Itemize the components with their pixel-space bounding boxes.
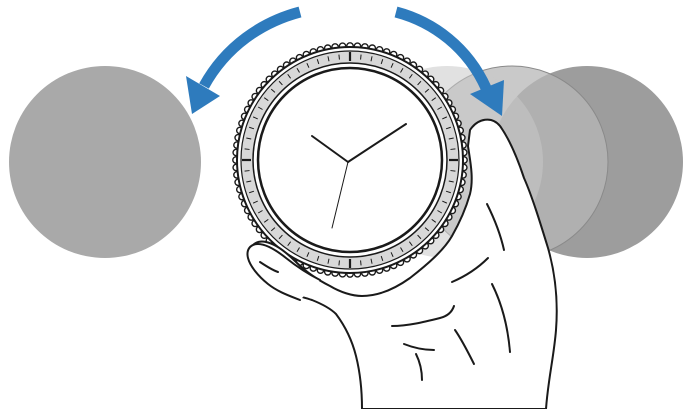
bezel-tick-marks bbox=[242, 52, 458, 268]
bezel-tick bbox=[270, 227, 276, 232]
bezel-tick bbox=[442, 200, 448, 204]
watch bbox=[232, 42, 468, 278]
bezel-tick bbox=[424, 227, 430, 232]
thumb-nail bbox=[259, 261, 279, 273]
bezel-tick bbox=[400, 67, 404, 73]
bezel-tick bbox=[380, 255, 384, 261]
hour-hand bbox=[311, 135, 349, 163]
bezel-tick bbox=[278, 80, 283, 86]
finger-crease-3 bbox=[391, 305, 455, 327]
bezel-tick bbox=[408, 73, 413, 79]
bezel-tick bbox=[338, 54, 340, 60]
bezel-tick bbox=[252, 116, 258, 120]
bezel-tick bbox=[287, 241, 292, 247]
bezel-tick bbox=[390, 62, 394, 68]
bezel-tick bbox=[450, 170, 456, 172]
second-hand bbox=[331, 161, 349, 229]
bezel-tick bbox=[360, 260, 362, 266]
finger-crease-5 bbox=[415, 353, 423, 381]
bezel-tick bbox=[263, 218, 269, 223]
bezel-tick bbox=[448, 180, 454, 183]
bezel-tick bbox=[437, 106, 443, 110]
bezel-tick bbox=[431, 218, 437, 223]
bezel-tick bbox=[316, 59, 320, 65]
bezel-tick bbox=[257, 210, 263, 214]
bezel-tick bbox=[448, 137, 454, 140]
bezel-tick bbox=[417, 80, 422, 86]
bezel-tick bbox=[417, 234, 422, 240]
bezel-tick bbox=[244, 148, 250, 150]
bezel-tick bbox=[327, 56, 330, 62]
bezel-tick bbox=[244, 170, 250, 172]
bezel-tick bbox=[370, 56, 373, 62]
finger-crease-7 bbox=[491, 283, 511, 353]
bezel-tick bbox=[306, 62, 310, 68]
bezel-tick bbox=[445, 190, 451, 194]
bezel-tick bbox=[338, 260, 340, 266]
bezel-tick bbox=[400, 247, 404, 253]
bezel-tick bbox=[257, 106, 263, 110]
finger-crease-6 bbox=[454, 329, 475, 365]
bezel-tick bbox=[390, 252, 394, 258]
bezel-tick bbox=[437, 210, 443, 214]
bezel-tick bbox=[450, 148, 456, 150]
bezel-tick bbox=[270, 88, 276, 93]
hand-thumb bbox=[246, 243, 321, 301]
finger-crease-1 bbox=[486, 203, 505, 251]
bezel-tick bbox=[431, 97, 437, 102]
bezel-tick bbox=[327, 258, 330, 264]
bezel-tick bbox=[246, 137, 252, 140]
rotate-right-arrow-icon bbox=[394, 6, 504, 116]
hand-illustration bbox=[246, 118, 558, 409]
bezel-tick bbox=[445, 126, 451, 130]
bezel-tick bbox=[252, 200, 258, 204]
rotate-left-arrow-icon bbox=[186, 6, 302, 114]
bezel-tick bbox=[296, 247, 300, 253]
bezel-tick bbox=[370, 258, 373, 264]
previous-screen-circle bbox=[9, 66, 201, 258]
finger-crease-2 bbox=[451, 257, 489, 283]
bezel-tick bbox=[263, 97, 269, 102]
bezel-tick bbox=[296, 67, 300, 73]
bezel-tick bbox=[408, 241, 413, 247]
bezel-tick bbox=[442, 116, 448, 120]
bezel-tick bbox=[249, 190, 255, 194]
bezel-tick bbox=[316, 255, 320, 261]
minute-hand bbox=[347, 123, 407, 163]
bezel-tick bbox=[380, 59, 384, 65]
bezel-tick bbox=[246, 180, 252, 183]
bezel-tick bbox=[278, 234, 283, 240]
finger-crease-4 bbox=[403, 343, 435, 351]
bezel-tick bbox=[287, 73, 292, 79]
bezel-tick bbox=[424, 88, 430, 93]
bezel-tick bbox=[360, 54, 362, 60]
bezel-tick bbox=[249, 126, 255, 130]
bezel-tick bbox=[306, 252, 310, 258]
